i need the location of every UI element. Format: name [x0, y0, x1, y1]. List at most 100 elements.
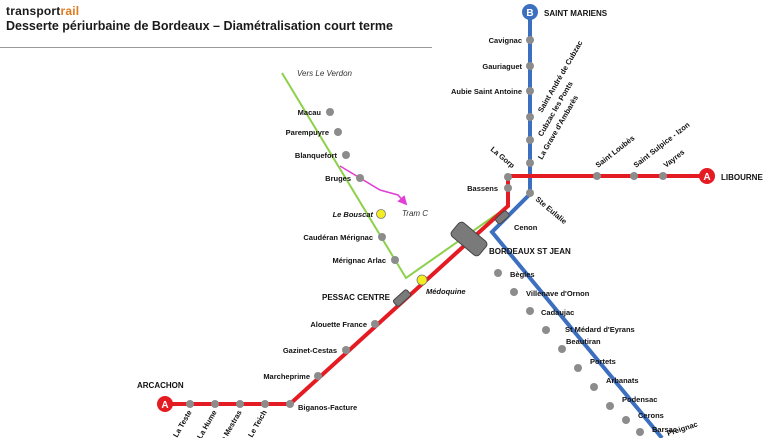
- station-marker-st-medard[interactable]: [542, 326, 550, 334]
- station-marker-la-teste[interactable]: [186, 400, 194, 408]
- station-marker-ste-eulalie[interactable]: [526, 189, 534, 197]
- logo-text-accent: rail: [60, 4, 80, 18]
- station-label-le-mestras: Le Mestras: [216, 409, 243, 438]
- station-label-la-hume: La Hume: [195, 409, 219, 438]
- logo-text-main: transport: [6, 4, 61, 18]
- station-marker-biganos[interactable]: [286, 400, 294, 408]
- station-label-vayres: Vayres: [662, 148, 687, 170]
- station-label-cadaujac: Cadaujac: [541, 308, 574, 317]
- station-marker-cavignac[interactable]: [526, 36, 534, 44]
- line-a-badge-arcachon-label: A: [161, 400, 168, 411]
- station-label-biganos: Biganos-Facture: [298, 403, 357, 412]
- station-label-parempuyre: Parempuyre: [286, 128, 329, 137]
- station-label-villenave: Villenave d'Ornon: [526, 289, 590, 298]
- station-label-macau: Macau: [298, 108, 322, 117]
- station-label-gorp: La Gorp: [489, 145, 517, 171]
- station-marker-cadaujac[interactable]: [526, 307, 534, 315]
- station-marker-bruges[interactable]: [356, 174, 364, 182]
- station-marker-merignac-arlac[interactable]: [391, 256, 399, 264]
- line-a-badge-libourne-label: A: [703, 172, 710, 183]
- station-marker-la-hume[interactable]: [211, 400, 219, 408]
- header-divider: [0, 47, 432, 48]
- station-label-marcheprime: Marcheprime: [263, 372, 310, 381]
- station-markers: [186, 36, 667, 436]
- station-label-alouette: Alouette France: [310, 320, 367, 329]
- station-label-gauriaguet: Gauriaguet: [482, 62, 522, 71]
- terminal-label-arcachon: ARCACHON: [137, 381, 184, 390]
- station-label-st-medard: St Médard d'Eyrans: [565, 325, 635, 334]
- station-label-podensac: Podensac: [622, 395, 657, 404]
- note-vers-le-verdon: Vers Le Verdon: [297, 69, 353, 78]
- hub-label-bordeaux-st-jean: BORDEAUX ST JEAN: [489, 247, 571, 256]
- station-marker-macau[interactable]: [326, 108, 334, 116]
- station-label-barsac: Barsac: [652, 425, 677, 434]
- map-title: Desserte périurbaine de Bordeaux – Diamé…: [6, 19, 393, 33]
- station-label-bassens: Bassens: [467, 184, 498, 193]
- station-marker-parempuyre[interactable]: [334, 128, 342, 136]
- station-marker-blanquefort[interactable]: [342, 151, 350, 159]
- hub-pessac-centre-marker[interactable]: [392, 289, 412, 307]
- station-marker-gazinet[interactable]: [342, 346, 350, 354]
- station-marker-arbanats[interactable]: [590, 383, 598, 391]
- terminal-label-libourne: LIBOURNE: [721, 173, 763, 182]
- station-label-medoquine: Médoquine: [426, 287, 466, 296]
- station-marker-le-mestras[interactable]: [236, 400, 244, 408]
- station-marker-grave[interactable]: [526, 159, 534, 167]
- line-a-track: [165, 174, 707, 406]
- station-marker-portets[interactable]: [574, 364, 582, 372]
- station-label-la-teste: La Teste: [171, 409, 194, 438]
- station-label-ste-eulalie: Ste Eulalie: [534, 195, 569, 226]
- line-b-badge-label: B: [526, 8, 533, 19]
- station-marker-gorp[interactable]: [504, 173, 512, 181]
- line-a-badge-libourne[interactable]: [699, 168, 715, 184]
- station-label-le-bouscat: Le Bouscat: [333, 210, 374, 219]
- station-marker-aubie[interactable]: [526, 87, 534, 95]
- station-marker-marcheprime[interactable]: [314, 372, 322, 380]
- station-marker-begles[interactable]: [494, 269, 502, 277]
- station-marker-le-bouscat[interactable]: [376, 209, 386, 219]
- station-label-preignac: Preignac: [666, 420, 699, 438]
- station-marker-bassens[interactable]: [504, 184, 512, 192]
- station-marker-alouette[interactable]: [371, 320, 379, 328]
- station-marker-le-teich[interactable]: [261, 400, 269, 408]
- station-label-portets: Portets: [590, 357, 616, 366]
- station-label-cenon: Cenon: [514, 223, 538, 232]
- station-marker-cauderan[interactable]: [378, 233, 386, 241]
- station-label-cerons: Cerons: [638, 411, 664, 420]
- station-label-begles: Bègles: [510, 270, 535, 279]
- station-marker-barsac[interactable]: [636, 428, 644, 436]
- station-label-blanquefort: Blanquefort: [295, 151, 338, 160]
- station-label-cauderan: Caudéran Mérignac: [303, 233, 373, 242]
- brand-logo: transportrail: [6, 4, 438, 18]
- station-label-st-loubes: Saint Loubès: [594, 133, 637, 169]
- station-marker-gauriaguet[interactable]: [526, 62, 534, 70]
- station-marker-podensac[interactable]: [606, 402, 614, 410]
- note-tram-c: Tram C: [402, 209, 428, 218]
- station-label-aubie: Aubie Saint Antoine: [451, 87, 522, 96]
- line-a-badge-arcachon[interactable]: [157, 396, 173, 412]
- station-marker-beautiran[interactable]: [558, 345, 566, 353]
- station-marker-vayres[interactable]: [659, 172, 667, 180]
- station-marker-villenave[interactable]: [510, 288, 518, 296]
- station-label-gazinet: Gazinet-Cestas: [283, 346, 337, 355]
- hub-cenon-marker[interactable]: [495, 210, 510, 225]
- line-b-badge[interactable]: [522, 4, 538, 20]
- hub-label-pessac-centre: PESSAC CENTRE: [322, 293, 391, 302]
- station-marker-cerons[interactable]: [622, 416, 630, 424]
- station-marker-st-andre[interactable]: [526, 113, 534, 121]
- line-b-track: [489, 10, 664, 438]
- map-header: transportrail Desserte périurbaine de Bo…: [6, 4, 438, 33]
- station-marker-st-loubes[interactable]: [593, 172, 601, 180]
- station-label-cavignac: Cavignac: [489, 36, 522, 45]
- station-marker-medoquine[interactable]: [416, 274, 428, 286]
- station-label-bruges: Bruges: [325, 174, 351, 183]
- terminal-label-saint-mariens: SAINT MARIENS: [544, 9, 608, 18]
- station-label-beautiran: Beautiran: [566, 337, 601, 346]
- station-label-le-teich: Le Teich: [246, 408, 269, 438]
- station-label-merignac-arlac: Mérignac Arlac: [333, 256, 387, 265]
- station-label-arbanats: Arbanats: [606, 376, 639, 385]
- station-marker-st-sulpice[interactable]: [630, 172, 638, 180]
- station-marker-cubzac[interactable]: [526, 136, 534, 144]
- hub-bordeaux-st-jean-marker[interactable]: [449, 221, 488, 258]
